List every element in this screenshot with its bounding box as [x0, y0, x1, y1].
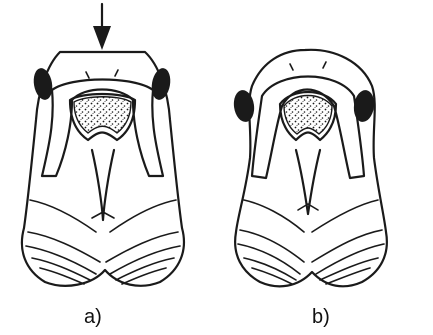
label-b: b)	[312, 306, 330, 329]
hoof-b	[232, 50, 387, 287]
left-spot	[31, 67, 54, 102]
frog	[92, 150, 114, 220]
down-arrow-icon	[93, 4, 111, 50]
sole-stipple	[284, 96, 332, 135]
hoof-a	[22, 4, 184, 286]
sole-stipple	[74, 97, 131, 133]
left-spot	[232, 89, 256, 123]
label-a: a)	[84, 306, 102, 329]
heel-lines	[238, 200, 384, 284]
